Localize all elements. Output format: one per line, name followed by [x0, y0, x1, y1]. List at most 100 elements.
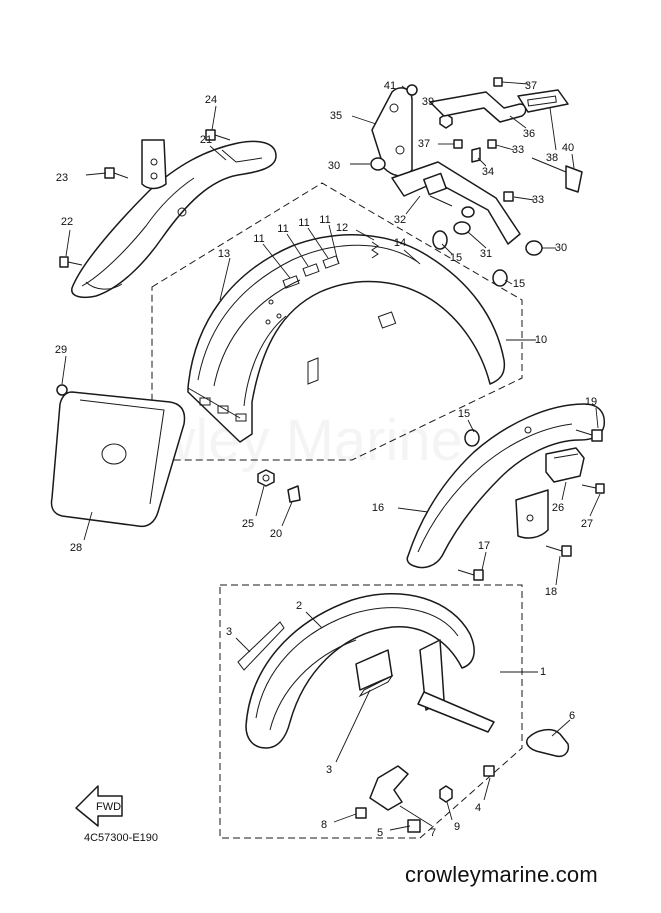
license-light-38 — [517, 89, 569, 113]
callout-leader-9 — [446, 801, 453, 821]
fwd-arrow-icon: FWD — [75, 785, 123, 827]
rear-fender — [187, 234, 506, 443]
front-fender — [245, 593, 495, 749]
callout-leader-28 — [83, 511, 93, 541]
bolt-19 — [575, 429, 603, 442]
callout-25: 25 — [242, 518, 254, 530]
callout-leader-26 — [561, 481, 567, 501]
callout-36: 36 — [523, 128, 535, 140]
bolt-24 — [205, 129, 231, 141]
callout-37: 37 — [525, 80, 537, 92]
callout-30: 30 — [555, 242, 567, 254]
left-grab-rail — [71, 139, 277, 299]
callout-leader-6 — [551, 719, 571, 737]
callout-3: 3 — [326, 764, 332, 776]
callout-leader-13 — [219, 257, 231, 301]
callout-leader-15 — [504, 279, 513, 285]
callout-leader-41 — [401, 85, 408, 91]
bolt-27 — [581, 483, 605, 494]
bolt-29 — [56, 384, 68, 396]
collar-30-a — [370, 157, 386, 171]
reflector-6 — [526, 728, 570, 758]
callout-leader-32 — [405, 195, 421, 215]
callout-10: 10 — [535, 334, 547, 346]
callout-leader-20 — [281, 501, 293, 527]
callout-29: 29 — [55, 344, 67, 356]
bolt-8 — [355, 807, 367, 819]
callout-leader-18 — [555, 555, 561, 586]
callout-31: 31 — [480, 248, 492, 260]
callout-34: 34 — [482, 166, 494, 178]
callout-1: 1 — [540, 666, 546, 678]
callout-39: 39 — [422, 96, 434, 108]
nut-9 — [439, 785, 453, 803]
callout-11: 11 — [319, 214, 330, 226]
callout-leader-15 — [441, 243, 453, 255]
callout-leader-11 — [328, 224, 339, 263]
callout-leader-27 — [589, 493, 601, 517]
callout-leader-40 — [571, 153, 575, 169]
callout-24: 24 — [205, 94, 217, 106]
callout-40: 40 — [562, 142, 574, 154]
callout-leader-4 — [483, 777, 491, 801]
clip-20 — [287, 485, 301, 503]
callout-4: 4 — [475, 802, 481, 814]
callout-leader-14 — [403, 249, 421, 265]
callout-2: 2 — [296, 600, 302, 612]
callout-41: 41 — [384, 80, 396, 92]
callout-17: 17 — [478, 540, 490, 552]
callout-26: 26 — [552, 502, 564, 514]
bracket-35 — [371, 87, 413, 177]
bolt-18 — [545, 545, 572, 557]
callout-leader-21 — [209, 145, 227, 161]
grommet-15-c — [464, 429, 480, 447]
callout-15: 15 — [458, 408, 470, 420]
callout-37: 37 — [418, 138, 430, 150]
callout-11: 11 — [298, 217, 309, 229]
site-url: crowleymarine.com — [405, 862, 598, 887]
callout-leader-11 — [262, 243, 291, 279]
spring-12 — [371, 241, 379, 259]
collar-30-b — [525, 240, 543, 256]
front-fender-assembly-box — [219, 584, 523, 839]
callout-leader-19 — [595, 407, 599, 429]
callout-leader-23 — [85, 172, 107, 176]
decal-3-b — [358, 674, 394, 698]
callout-16: 16 — [372, 502, 384, 514]
callout-9: 9 — [454, 821, 460, 833]
callout-33: 33 — [532, 194, 544, 206]
callout-33: 33 — [512, 144, 524, 156]
bolt-41 — [406, 84, 418, 96]
inner-fender-flap — [50, 391, 186, 528]
callout-leader-17 — [481, 551, 487, 571]
reference-code: 4C57300-E190 — [84, 832, 159, 844]
callout-leader-29 — [61, 355, 67, 385]
bracket-32 — [391, 161, 521, 245]
grommet-15-b — [492, 269, 508, 287]
callout-leader-2 — [305, 611, 323, 629]
callout-leader-16 — [397, 507, 429, 513]
bolt-37-top — [493, 77, 503, 87]
callout-11: 11 — [277, 223, 288, 235]
callout-leader-11 — [286, 233, 309, 267]
callout-38: 38 — [546, 152, 558, 164]
callout-32: 32 — [394, 214, 406, 226]
callout-11: 11 — [253, 233, 264, 245]
grommet-15-a — [432, 230, 448, 250]
callout-leader-12 — [355, 229, 375, 241]
callout-13: 13 — [218, 248, 230, 260]
callout-leader-3 — [235, 637, 251, 653]
callout-leader-11 — [307, 227, 329, 259]
fwd-label: FWD — [96, 801, 121, 813]
callout-leader-3 — [335, 689, 371, 763]
callout-12: 12 — [336, 222, 348, 234]
callout-35: 35 — [330, 110, 342, 122]
bracket-7 — [369, 765, 409, 811]
callout-28: 28 — [70, 542, 82, 554]
callout-18: 18 — [545, 586, 557, 598]
clip-34 — [471, 147, 481, 163]
bolt-17 — [457, 569, 484, 581]
